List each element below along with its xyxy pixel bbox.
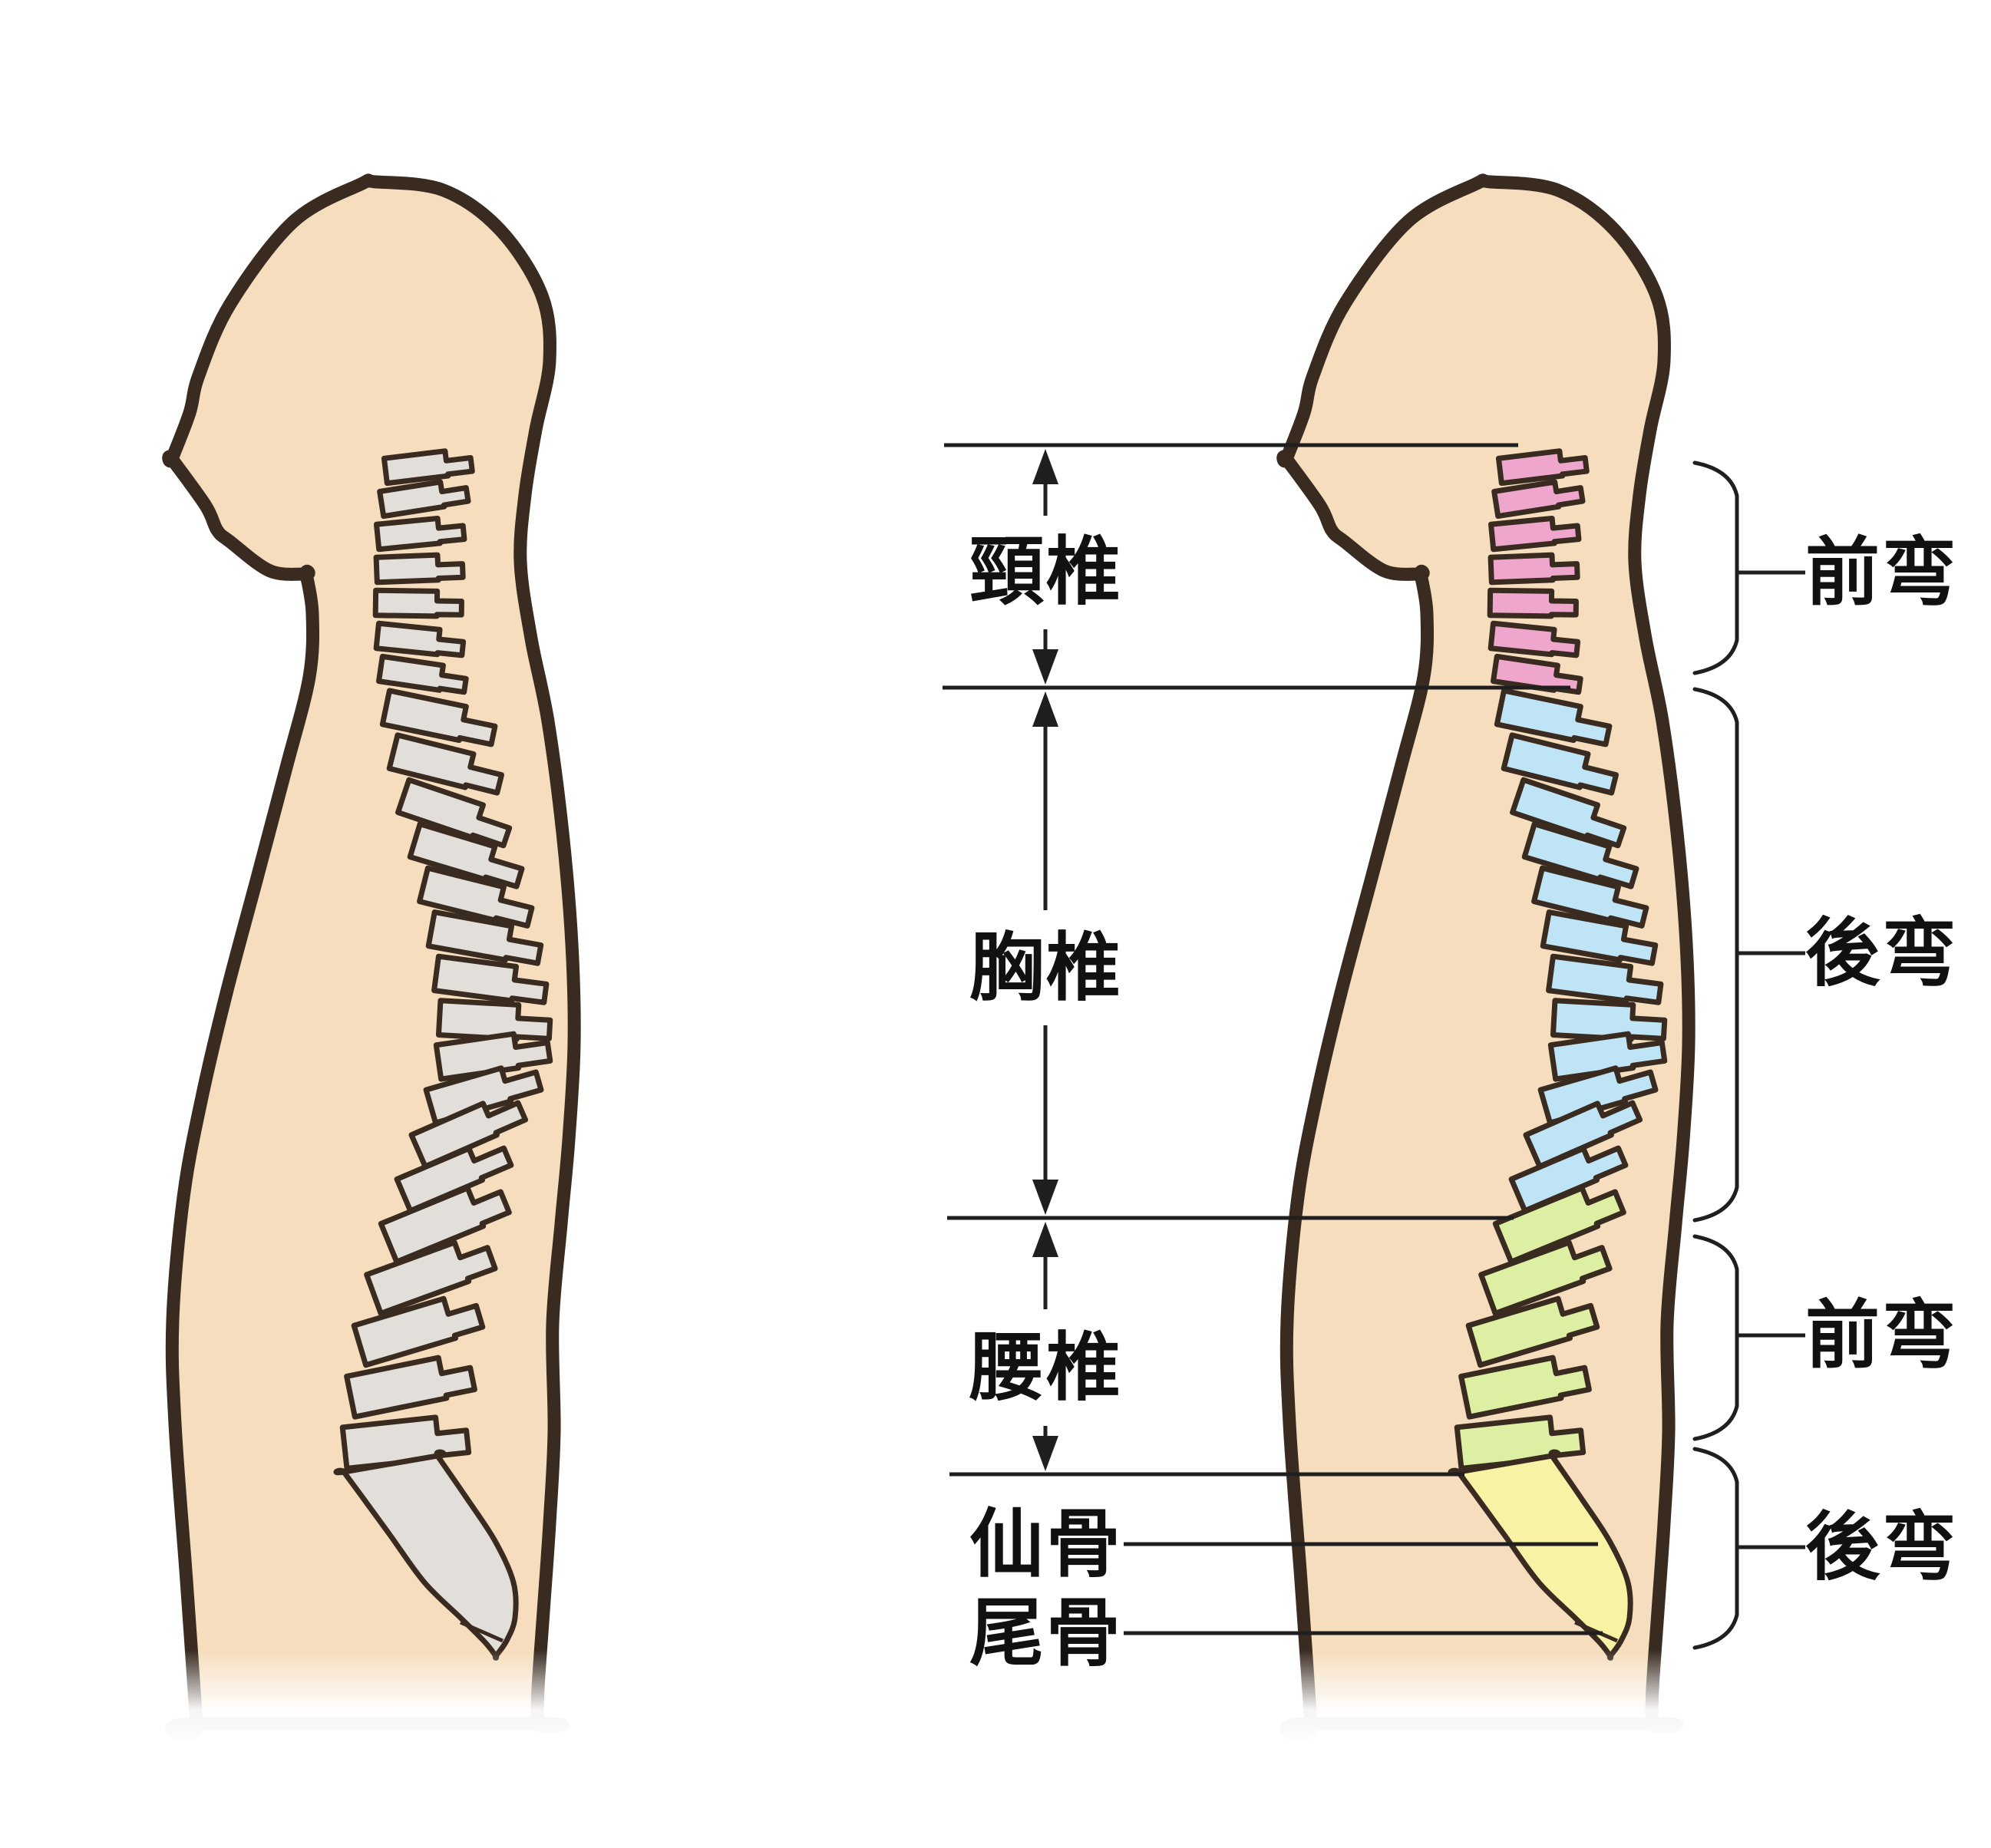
label-lumbar: 腰椎 <box>969 1325 1123 1410</box>
bottom-fade <box>107 1650 1695 1848</box>
vertebra-cervical-2 <box>1491 479 1586 520</box>
vertebra-lumbar-2 <box>364 1239 498 1316</box>
vertebra-cervical-7 <box>376 653 469 695</box>
vertebra-cervical-4 <box>1487 552 1580 586</box>
vertebra-thoracic-4 <box>407 821 525 889</box>
vertebra-cervical-6 <box>373 620 467 658</box>
vertebra-thoracic-5 <box>1531 865 1649 929</box>
vertebra-cervical-1 <box>1495 448 1590 487</box>
vertebra-lumbar-4 <box>344 1355 477 1420</box>
label-cervical-lordosis: 前弯 <box>1805 530 1959 615</box>
label-thoracic-kyphosis: 後弯 <box>1805 911 1959 995</box>
vertebra-thoracic-6 <box>1540 909 1659 966</box>
vertebra-lumbar-2 <box>1478 1239 1613 1316</box>
vertebra-lumbar-1 <box>378 1185 512 1265</box>
curve-bracket-3 <box>1692 1234 1739 1441</box>
vertebra-cervical-3 <box>374 515 467 553</box>
curve-bracket-1 <box>1692 460 1739 675</box>
vertebra-lumbar-1 <box>1492 1185 1626 1265</box>
vertebra-thoracic-1 <box>379 688 498 747</box>
arrowhead-down-icon <box>1032 1180 1058 1215</box>
figures <box>162 173 1695 1741</box>
figure-right-colored-spine <box>1276 173 1695 1741</box>
vertebra-thoracic-6 <box>425 909 544 966</box>
coccyx-divider-line <box>460 1620 504 1643</box>
label-lumbar-lordosis: 前弯 <box>1805 1293 1959 1378</box>
label-coccyx: 尾骨 <box>969 1591 1123 1675</box>
vertebra-cervical-6 <box>1487 620 1581 658</box>
arrowhead-up-icon <box>1032 691 1058 727</box>
vertebra-thoracic-8 <box>1550 998 1668 1042</box>
label-thoracic: 胸椎 <box>969 926 1123 1010</box>
vertebra-cervical-7 <box>1491 653 1583 695</box>
vertebra-thoracic-2 <box>386 732 505 796</box>
vertebra-thoracic-3 <box>395 777 513 849</box>
vertebra-lumbar-3 <box>351 1295 486 1368</box>
vertebra-cervical-5 <box>1487 587 1579 619</box>
curve-bracket-4 <box>1692 1447 1739 1650</box>
vertebra-thoracic-3 <box>1510 777 1627 849</box>
vertebra-cervical-3 <box>1488 515 1582 553</box>
vertebra-thoracic-8 <box>435 998 553 1042</box>
figure-left-plain-spine <box>162 173 581 1741</box>
vertebra-thoracic-2 <box>1501 732 1620 796</box>
vertebra-thoracic-1 <box>1494 688 1613 747</box>
vertebra-cervical-2 <box>377 479 471 520</box>
vertebra-thoracic-7 <box>1546 953 1664 1005</box>
vertebra-cervical-4 <box>373 552 466 586</box>
vertebra-thoracic-7 <box>431 953 550 1005</box>
annotations <box>943 443 1805 1650</box>
vertebra-lumbar-4 <box>1458 1355 1592 1420</box>
vertebra-thoracic-4 <box>1521 821 1639 889</box>
label-cervical: 頸椎 <box>969 530 1123 614</box>
curve-bracket-2 <box>1692 687 1739 1223</box>
label-sacral-kyphosis: 後弯 <box>1805 1505 1959 1589</box>
vertebra-lumbar-3 <box>1465 1295 1600 1368</box>
arrowhead-up-icon <box>1032 449 1058 484</box>
vertebra-cervical-1 <box>381 448 475 487</box>
vertebra-thoracic-5 <box>417 865 535 929</box>
label-sacrum: 仙骨 <box>969 1502 1123 1586</box>
arrowhead-down-icon <box>1032 649 1058 685</box>
arrowhead-down-icon <box>1032 1436 1058 1471</box>
arrowhead-up-icon <box>1032 1222 1058 1257</box>
vertebra-cervical-5 <box>372 587 464 619</box>
